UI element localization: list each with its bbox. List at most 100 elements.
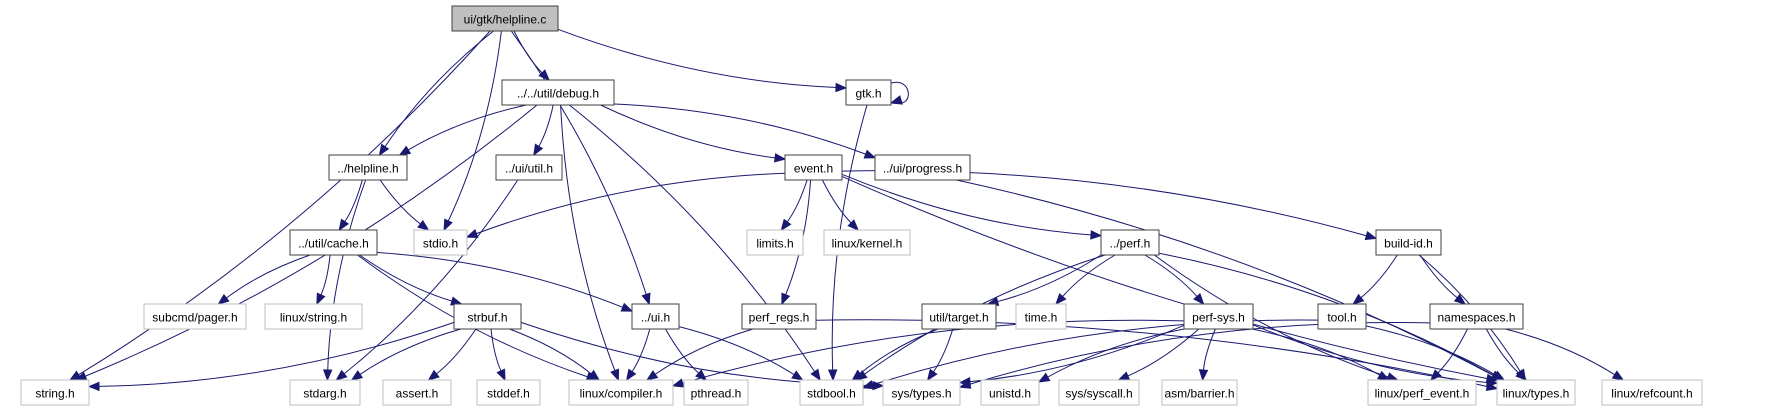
node-box[interactable] [1100,229,1160,256]
edge-line [786,179,808,223]
edge-line [84,104,538,378]
node-strbuf-h[interactable]: strbuf.h [453,303,522,330]
edge-helpline_c-to-debug_h [513,30,550,81]
arrowhead-icon [851,369,864,381]
node-ui-util-h[interactable]: ../ui/util.h [495,154,563,181]
node-label: event.h [794,162,833,176]
node-cache-h[interactable]: ../util/cache.h [289,229,378,256]
arrowhead-icon [1117,371,1131,381]
edge-line [358,328,461,376]
node-label: asm/barrier.h [1164,387,1234,401]
node-box[interactable] [784,154,843,181]
node-label: limits.h [756,237,793,251]
edge-helpline_c-to-helpline_h [378,30,494,157]
edge-perfsys_h-to-barrier_h [1198,328,1216,382]
edge-line [841,173,1093,236]
edge-target_h-to-stdbool_h [851,328,939,381]
node-box[interactable] [631,303,680,330]
node-event-h[interactable]: event.h [784,154,843,181]
edge-event_h-to-stdio_h [465,172,786,238]
node-box [413,229,468,256]
node-buildid-h[interactable]: build-id.h [1375,229,1442,256]
node-box[interactable] [1317,303,1367,330]
arrowhead-icon [443,218,453,232]
node-gtk-h[interactable]: gtk.h [845,79,892,106]
arrowhead-icon [217,293,230,305]
node-namespaces-h[interactable]: namespaces.h [1429,303,1524,330]
edge-helpline_h-to-stdio_h [379,179,430,231]
node-label: ../ui/progress.h [883,162,962,176]
node-box[interactable] [495,154,563,181]
node-helpline-h[interactable]: ../helpline.h [328,154,408,181]
node-label: linux/types.h [1503,387,1570,401]
node-string-h: string.h [20,379,90,406]
node-box[interactable] [741,303,817,330]
node-helpline-c[interactable]: ui/gtk/helpline.c [451,5,559,32]
node-box[interactable] [1375,229,1442,256]
node-box [1058,379,1140,406]
node-systypes-h: sys/types.h [882,379,961,406]
node-label: stdarg.h [303,387,346,401]
edge-tool_h-to-ltypes_h [1365,325,1506,381]
edge-debug_h-to-stdbool_h [569,104,821,382]
edge-perfsys_h-to-systypes_h [958,324,1185,387]
arrowhead-icon [1055,292,1067,306]
edge-strbuf_h-to-stddef_h [490,328,506,382]
node-label: time.h [1025,311,1058,325]
edge-line [665,328,700,375]
node-box [683,379,749,406]
node-perfregs-h[interactable]: perf_regs.h [741,303,817,330]
node-stdbool-h: stdbool.h [799,379,864,406]
arrowhead-icon [1377,370,1390,381]
node-tool-h[interactable]: tool.h [1317,303,1367,330]
edge-namespaces_h-to-ltypes_h [1485,328,1528,381]
edge-line [569,104,816,373]
arrowhead-icon [620,302,634,312]
node-box[interactable] [1429,303,1524,330]
node-perf-h[interactable]: ../perf.h [1100,229,1160,256]
node-label: gtk.h [855,87,881,101]
arrowhead-icon [863,149,877,159]
edge-line [379,179,422,225]
edge-line [447,30,502,223]
node-box[interactable] [451,5,559,32]
node-box[interactable] [874,154,971,181]
node-label: ../perf.h [1110,237,1151,251]
node-box[interactable] [845,79,892,106]
node-progress-h[interactable]: ../ui/progress.h [874,154,971,181]
arrowhead-icon [610,368,620,382]
arrowhead-icon [926,368,938,382]
node-box [746,229,804,256]
arrowhead-icon [1090,230,1103,240]
edge-debug_h-to-progress_h [613,103,877,159]
node-kernel-h: linux/kernel.h [823,229,911,256]
node-label: unistd.h [989,387,1031,401]
arrowhead-icon [671,378,685,388]
node-ui-h[interactable]: ../ui.h [631,303,680,330]
edge-line [1251,328,1381,377]
node-box[interactable] [453,303,522,330]
edge-gtk_h-to-gtk_h [889,81,909,105]
node-box[interactable] [328,154,408,181]
node-assert-h: assert.h [382,379,452,406]
node-debug-h[interactable]: ../../util/debug.h [501,79,615,106]
node-target-h[interactable]: util/target.h [921,303,997,330]
node-box[interactable] [921,303,997,330]
arrowhead-icon [773,153,787,163]
edge-perfsys_h-to-perfevent_h [1251,328,1390,381]
node-box[interactable] [289,229,378,256]
edge-line [821,179,853,224]
arrowhead-icon [465,229,479,238]
node-box [882,379,961,406]
node-label: stdbool.h [807,387,856,401]
edge-line [77,30,491,376]
node-label: strbuf.h [467,311,507,325]
node-label: ../util/cache.h [298,237,369,251]
edge-perfsys_h-to-compiler_h [671,319,1185,388]
node-perfsys-h[interactable]: perf-sys.h [1183,303,1254,330]
arrowhead-icon [1198,369,1209,382]
arrowhead-icon [1492,370,1506,381]
node-box[interactable] [501,79,615,106]
node-box[interactable] [1183,303,1254,330]
